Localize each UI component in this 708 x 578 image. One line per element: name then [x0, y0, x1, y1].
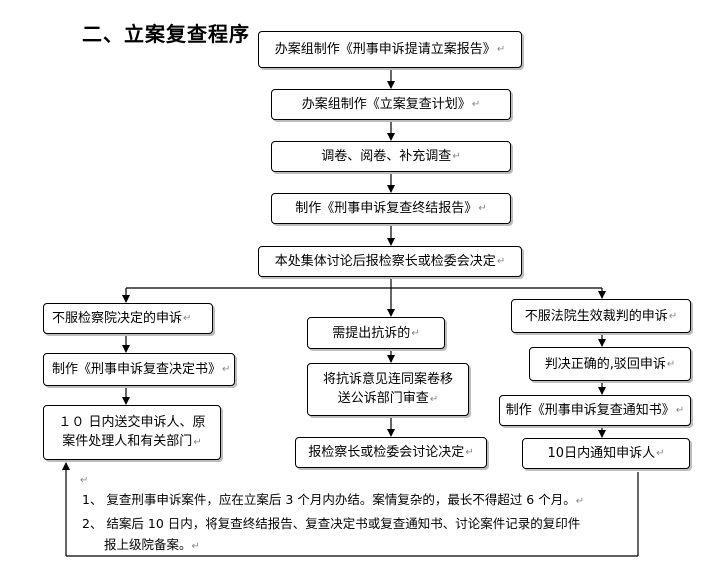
- left-branch-decision-document: 制作《刑事申诉复查决定书》↵: [43, 353, 235, 386]
- step-collective-decision: 本处集体讨论后报检察长或检委会决定↵: [258, 246, 522, 277]
- return-mark: ↵: [80, 475, 89, 486]
- note-2: 2、 结案后 10 日内，将复查终结报告、复查决定书或复查通知书、讨论案件记录的…: [82, 516, 581, 531]
- left-branch-procuratorate-appeal: 不服检察院决定的申诉↵: [43, 303, 213, 334]
- middle-branch-need-protest: 需提出抗诉的↵: [307, 317, 445, 349]
- right-branch-notify-10-days: 10日内通知申诉人↵: [522, 438, 690, 469]
- step-review-plan: 办案组制作《立案复查计划》↵: [271, 89, 511, 120]
- note-2-continued: 报上级院备案。↵: [104, 537, 200, 552]
- step-investigate: 调卷、阅卷、补充调查↵: [271, 141, 511, 172]
- note-1: 1、 复查刑事申诉案件，应在立案后 3 个月内办结。案情复杂的，最长不得超过 6…: [82, 492, 585, 507]
- page-title: 二、立案复查程序: [82, 22, 250, 46]
- step-submit-report: 办案组制作《刑事申诉提请立案报告》↵: [258, 31, 522, 68]
- middle-branch-transfer-to-prosecution: 将抗诉意见连同案卷移 送公诉部门审查↵: [307, 363, 469, 416]
- left-branch-deliver-10-days: １０ 日内送交申诉人、原 案件处理人和有关部门↵: [43, 405, 221, 460]
- right-branch-notice-document: 制作《刑事申诉复查通知书》↵: [499, 395, 691, 426]
- right-branch-reject-appeal: 判决正确的,驳回申诉↵: [529, 347, 691, 381]
- step-final-report: 制作《刑事申诉复查终结报告》↵: [271, 193, 511, 224]
- right-branch-court-judgment-appeal: 不服法院生效裁判的申诉↵: [511, 299, 691, 333]
- middle-branch-chief-decision: 报检察长或检委会讨论决定↵: [295, 437, 487, 468]
